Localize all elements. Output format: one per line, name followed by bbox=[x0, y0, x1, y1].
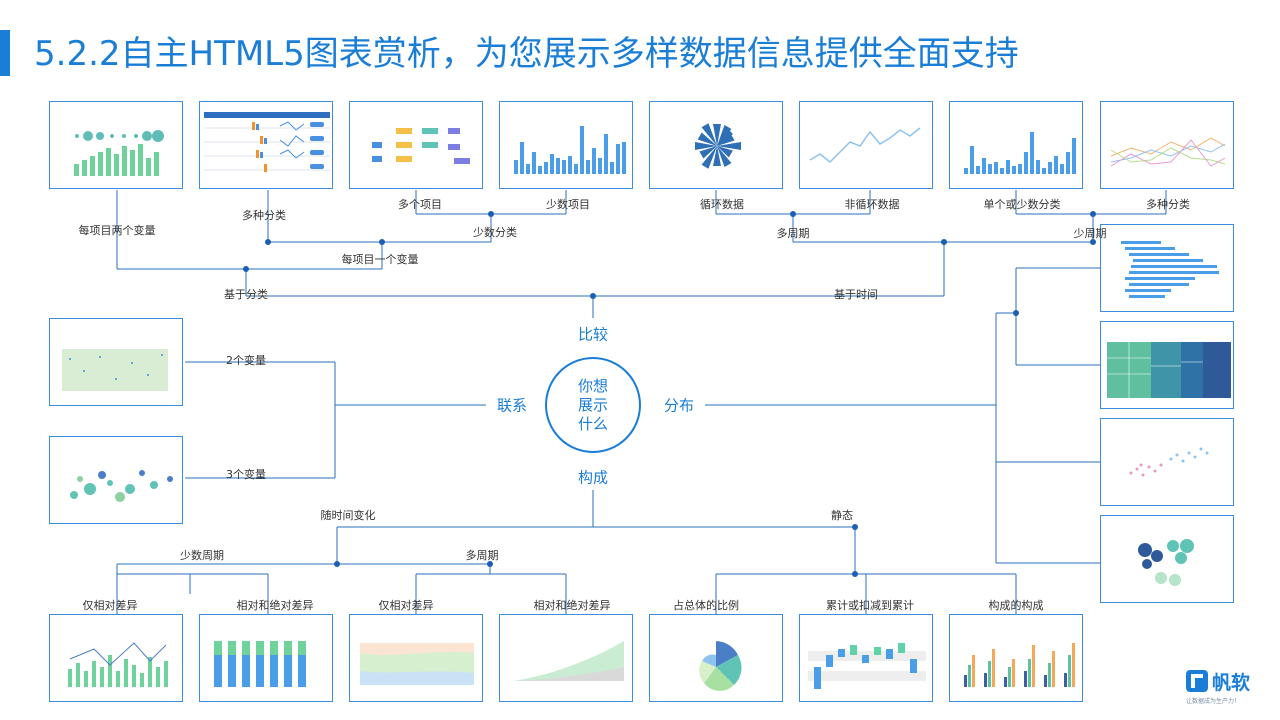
chart-thumbnail-rose-pie[interactable] bbox=[649, 614, 783, 702]
label-few-period-b: 少数周期 bbox=[180, 549, 224, 562]
label-non-cyclic: 非循环数据 bbox=[844, 198, 900, 211]
chart-thumbnail-table-chart[interactable] bbox=[199, 101, 333, 189]
chart-thumbnail-single-bar[interactable] bbox=[949, 101, 1083, 189]
label-multi-period-b: 多周期 bbox=[465, 549, 499, 562]
label-per-item-two-vars: 每项目两个变量 bbox=[78, 224, 156, 237]
chart-thumbnail-multi-line[interactable] bbox=[1100, 101, 1234, 189]
category-distribution[interactable]: 分布 bbox=[663, 396, 695, 415]
label-rel-diff-1: 仅相对差异 bbox=[82, 599, 138, 612]
chart-thumbnail-polar[interactable] bbox=[649, 101, 783, 189]
label-three-vars: 3个变量 bbox=[226, 468, 266, 481]
chart-thumbnail-bar-line-few[interactable] bbox=[49, 614, 183, 702]
title-accent-bar bbox=[0, 30, 10, 76]
chart-thumbnail-horizontal-bar[interactable] bbox=[1100, 224, 1234, 312]
label-share-total: 占总体的比例 bbox=[673, 599, 739, 612]
chart-thumbnail-bubble-bar[interactable] bbox=[49, 101, 183, 189]
logo-tagline: 让数据成为生产力！ bbox=[1186, 698, 1241, 705]
category-compare[interactable]: 比较 bbox=[577, 325, 609, 344]
chart-thumbnail-multi-item[interactable] bbox=[349, 101, 483, 189]
label-multi-period: 多周期 bbox=[776, 227, 810, 240]
chart-thumbnail-few-items-bar[interactable] bbox=[499, 101, 633, 189]
label-per-item-one-var: 每项目一个变量 bbox=[341, 253, 419, 266]
category-composition[interactable]: 构成 bbox=[577, 468, 609, 487]
label-few-period: 少周期 bbox=[1073, 227, 1107, 240]
label-multi-category-right: 多种分类 bbox=[1146, 198, 1190, 211]
logo-name: 帆软 bbox=[1212, 672, 1251, 694]
label-over-time: 随时间变化 bbox=[320, 509, 376, 522]
center-line-2: 展示 bbox=[577, 395, 608, 414]
label-static: 静态 bbox=[831, 509, 853, 522]
label-few-category: 少数分类 bbox=[473, 226, 517, 239]
label-by-category: 基于分类 bbox=[224, 288, 268, 301]
chart-thumbnail-treemap[interactable] bbox=[1100, 321, 1234, 409]
chart-thumbnail-stacked-bar[interactable] bbox=[199, 614, 333, 702]
label-single-or-few-cat: 单个或少数分类 bbox=[983, 198, 1061, 211]
label-few-items: 少数项目 bbox=[546, 198, 590, 211]
chart-thumbnail-scatter-2var[interactable] bbox=[49, 318, 183, 406]
chart-thumbnail-bubble-cluster[interactable] bbox=[1100, 515, 1234, 603]
chart-thumbnail-line[interactable] bbox=[799, 101, 933, 189]
category-relation[interactable]: 联系 bbox=[496, 396, 528, 415]
label-multi-item: 多个项目 bbox=[398, 198, 442, 211]
logo-icon bbox=[1186, 670, 1208, 692]
center-question-circle: 你想 展示 什么 bbox=[545, 357, 641, 453]
label-cumulative: 累计或扣减到累计 bbox=[826, 599, 914, 612]
chart-thumbnail-grouped-bar[interactable] bbox=[949, 614, 1083, 702]
chart-thumbnail-stacked-area[interactable] bbox=[349, 614, 483, 702]
label-cyclic: 循环数据 bbox=[700, 198, 744, 211]
label-comp-of-comp: 构成的构成 bbox=[988, 599, 1044, 612]
label-by-time: 基于时间 bbox=[834, 288, 878, 301]
chart-thumbnail-area-growth[interactable] bbox=[499, 614, 633, 702]
center-line-3: 什么 bbox=[577, 414, 608, 433]
label-rel-abs-1: 相对和绝对差异 bbox=[236, 599, 314, 612]
label-rel-abs-2: 相对和绝对差异 bbox=[533, 599, 611, 612]
label-two-vars: 2个变量 bbox=[226, 354, 266, 367]
chart-thumbnail-bubble-3var[interactable] bbox=[49, 436, 183, 524]
page-title: 5.2.2自主HTML5图表赏析，为您展示多样数据信息提供全面支持 bbox=[34, 34, 1019, 74]
chart-thumbnail-scatter-dist[interactable] bbox=[1100, 418, 1234, 506]
center-line-1: 你想 bbox=[577, 376, 608, 395]
chart-thumbnail-waterfall[interactable] bbox=[799, 614, 933, 702]
label-rel-diff-2: 仅相对差异 bbox=[378, 599, 434, 612]
label-multi-category-top: 多种分类 bbox=[242, 209, 286, 222]
